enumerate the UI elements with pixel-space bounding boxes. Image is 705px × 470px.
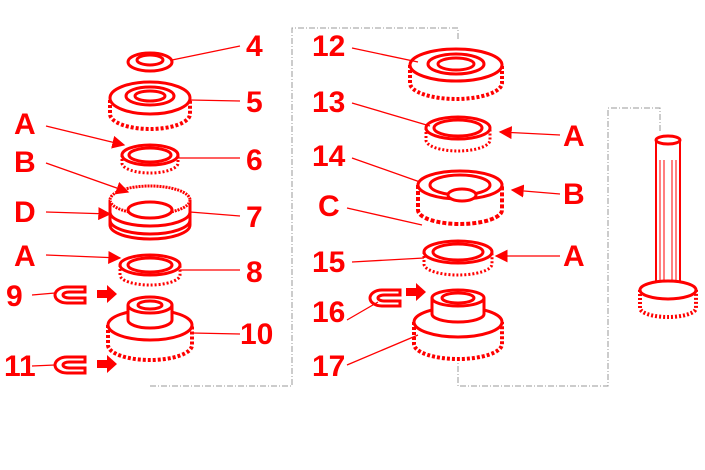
callout-c: C: [318, 190, 340, 223]
callout-b: B: [14, 146, 36, 179]
callout-11: 11: [4, 350, 36, 383]
callout-17: 17: [312, 350, 345, 383]
callout-a: A: [14, 108, 36, 141]
part-10-gear: [106, 295, 194, 362]
leader-lines: [31, 45, 561, 367]
part-15-synchro-ring: [422, 239, 494, 277]
callout-a: A: [563, 120, 585, 153]
callout-6: 6: [246, 144, 263, 177]
part-11-snap-ring: [53, 355, 87, 375]
part-13-synchro-ring: [424, 115, 492, 153]
assembly-direction-arrows: [97, 283, 426, 373]
callout-15: 15: [312, 246, 345, 279]
callout-8: 8: [246, 256, 263, 289]
arrow-right-icon: [406, 283, 426, 301]
callout-d: D: [14, 196, 36, 229]
callout-10: 10: [240, 318, 273, 351]
part-9-snap-ring: [53, 285, 87, 305]
part-14-synchronizer-sleeve: [416, 169, 504, 226]
part-8-synchro-ring: [118, 253, 182, 287]
assembly-frame-lines: [150, 27, 661, 387]
callout-4: 4: [246, 30, 263, 63]
part-5-gear: [108, 80, 192, 131]
callout-b: B: [563, 178, 585, 211]
part-callout-labels: 4 5 A 6 B D 7 A 8 9 10 11 12 13 14 C 15 …: [4, 30, 585, 383]
callout-9: 9: [6, 280, 23, 313]
callout-7: 7: [246, 201, 263, 234]
callout-16: 16: [312, 296, 345, 329]
part-12-gear: [408, 47, 504, 101]
part-6-synchro-ring: [120, 143, 180, 175]
mainshaft: [638, 134, 698, 319]
callout-12: 12: [312, 30, 345, 63]
callout-a: A: [14, 240, 36, 273]
callout-a: A: [563, 240, 585, 273]
part-17-gear: [412, 288, 504, 361]
arrow-right-icon: [97, 355, 117, 373]
callout-13: 13: [312, 86, 345, 119]
callout-14: 14: [312, 140, 346, 173]
callout-5: 5: [246, 86, 263, 119]
arrow-right-icon: [97, 285, 117, 303]
part-7-synchronizer-assembly: [108, 184, 192, 241]
part-4-thrust-washer: [126, 51, 174, 73]
